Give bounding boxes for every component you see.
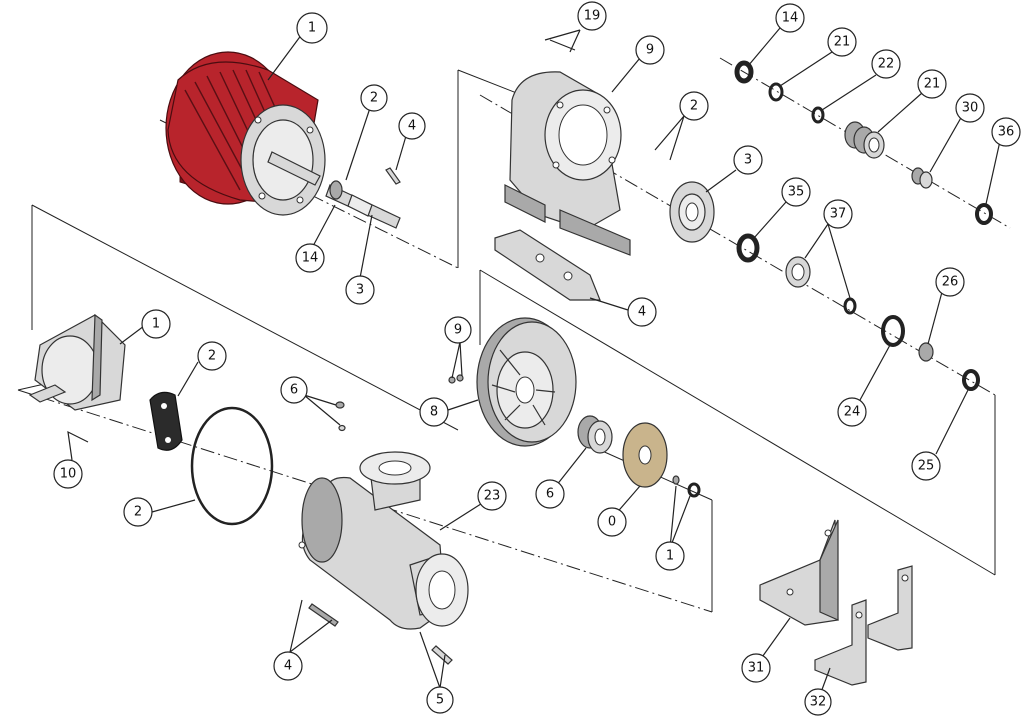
balloon-label: 6 xyxy=(546,487,554,502)
balloon-seal-30[interactable]: 30 xyxy=(955,93,985,123)
mounting-foot-large xyxy=(759,519,839,626)
balloon-label: 2 xyxy=(134,505,142,520)
balloon-label: 9 xyxy=(454,323,462,338)
balloon-screw-10[interactable]: 10 xyxy=(53,459,83,489)
shaft-key xyxy=(385,167,401,185)
balloon-label: 6 xyxy=(290,383,298,398)
shaft-bush xyxy=(577,415,613,454)
balloon-label: 24 xyxy=(844,405,861,420)
balloon-bush-6[interactable]: 6 xyxy=(535,479,565,509)
o-ring xyxy=(190,406,274,526)
electric-motor xyxy=(165,51,326,216)
balloon-shaft-3[interactable]: 3 xyxy=(345,275,375,305)
balloon-label: 9 xyxy=(646,43,654,58)
wear-disc xyxy=(622,422,668,488)
balloon-seal-35[interactable]: 35 xyxy=(781,177,811,207)
seal-kit xyxy=(734,60,993,391)
balloon-label: 32 xyxy=(810,695,827,710)
balloon-foot-31[interactable]: 31 xyxy=(741,653,771,683)
balloon-label: 30 xyxy=(962,101,979,116)
balloon-seal-26[interactable]: 26 xyxy=(935,267,965,297)
lock-nut xyxy=(672,475,701,498)
balloon-seal-37[interactable]: 37 xyxy=(823,199,853,229)
balloon-label: 26 xyxy=(942,275,959,290)
mechanical-seal xyxy=(844,121,885,159)
support-bracket xyxy=(494,229,601,301)
lantern-bracket xyxy=(504,71,631,256)
balloon-seal-25[interactable]: 25 xyxy=(911,451,941,481)
balloon-lantern-9[interactable]: 9 xyxy=(635,35,665,65)
balloon-flange-2[interactable]: 2 xyxy=(679,91,709,121)
balloon-label: 1 xyxy=(308,21,316,36)
balloon-label: 21 xyxy=(924,77,941,92)
balloon-casing-23[interactable]: 23 xyxy=(477,481,507,511)
balloon-foot-32[interactable]: 32 xyxy=(804,688,832,716)
balloon-label: 14 xyxy=(302,251,319,266)
balloon-seal-22[interactable]: 22 xyxy=(871,49,901,79)
balloon-oring-2[interactable]: 2 xyxy=(123,497,153,527)
balloon-label: 36 xyxy=(998,125,1015,140)
balloon-label: 22 xyxy=(878,57,895,72)
drain-plug xyxy=(335,401,346,432)
balloon-motor[interactable]: 1 xyxy=(296,12,328,44)
balloon-label: 10 xyxy=(60,467,77,482)
balloon-label: 4 xyxy=(408,119,416,134)
balloon-shaft-14[interactable]: 14 xyxy=(295,243,325,273)
balloon-label: 0 xyxy=(608,515,616,530)
balloon-bolt-5[interactable]: 5 xyxy=(426,686,454,714)
balloon-label: 37 xyxy=(830,207,847,222)
balloon-impeller-9[interactable]: 9 xyxy=(444,316,472,344)
balloon-label: 8 xyxy=(430,405,438,420)
balloon-disc-0[interactable]: 0 xyxy=(597,507,627,537)
balloon-impeller-8[interactable]: 8 xyxy=(419,397,449,427)
pump-cover xyxy=(28,313,126,411)
balloon-bracket-4[interactable]: 4 xyxy=(627,297,657,327)
balloon-label: 25 xyxy=(918,459,935,474)
balloon-label: 35 xyxy=(788,185,805,200)
balloon-pin-4[interactable]: 4 xyxy=(273,651,303,681)
balloon-label: 4 xyxy=(638,305,646,320)
balloon-label: 3 xyxy=(356,283,364,298)
impeller-screws xyxy=(448,374,464,384)
balloon-label: 23 xyxy=(484,489,501,504)
balloon-nut-1[interactable]: 1 xyxy=(655,541,685,571)
balloon-label: 2 xyxy=(690,99,698,114)
leader-lines xyxy=(67,27,1001,696)
balloon-label: 2 xyxy=(370,91,378,106)
alignment-pin xyxy=(308,603,339,627)
pump-shaft xyxy=(325,180,401,229)
balloon-cover-1[interactable]: 1 xyxy=(141,309,171,339)
casing-bolt xyxy=(431,645,453,665)
balloon-label: 1 xyxy=(666,549,674,564)
balloon-seal-21b[interactable]: 21 xyxy=(917,69,947,99)
mounting-foot-small xyxy=(814,565,913,686)
balloon-seal-36[interactable]: 36 xyxy=(991,117,1021,147)
balloon-plug-6[interactable]: 6 xyxy=(280,376,308,404)
balloon-gasket-2[interactable]: 2 xyxy=(197,341,227,371)
balloon-seal-14[interactable]: 14 xyxy=(775,3,805,33)
balloon-shaft-2[interactable]: 2 xyxy=(360,84,388,112)
balloon-label: 14 xyxy=(782,11,799,26)
cover-gasket xyxy=(149,391,183,451)
balloon-seal-21a[interactable]: 21 xyxy=(827,27,857,57)
balloon-label: 2 xyxy=(208,349,216,364)
bearing-flange xyxy=(669,181,715,243)
balloon-label: 5 xyxy=(436,693,444,708)
balloon-label: 19 xyxy=(584,9,601,24)
balloon-seal-24[interactable]: 24 xyxy=(837,397,867,427)
balloon-label: 4 xyxy=(284,659,292,674)
balloon-lantern-19[interactable]: 19 xyxy=(577,1,607,31)
impeller xyxy=(476,317,577,447)
pump-casing xyxy=(298,451,469,630)
balloon-label: 31 xyxy=(748,661,765,676)
balloon-label: 1 xyxy=(152,317,160,332)
balloon-key[interactable]: 4 xyxy=(398,112,426,140)
part-balloons: 1 2 4 14 3 19 9 2 3 4 14 21 22 21 30 36 … xyxy=(53,1,1021,716)
balloon-flange-3[interactable]: 3 xyxy=(733,145,763,175)
balloon-label: 3 xyxy=(744,153,752,168)
balloon-label: 21 xyxy=(834,35,851,50)
